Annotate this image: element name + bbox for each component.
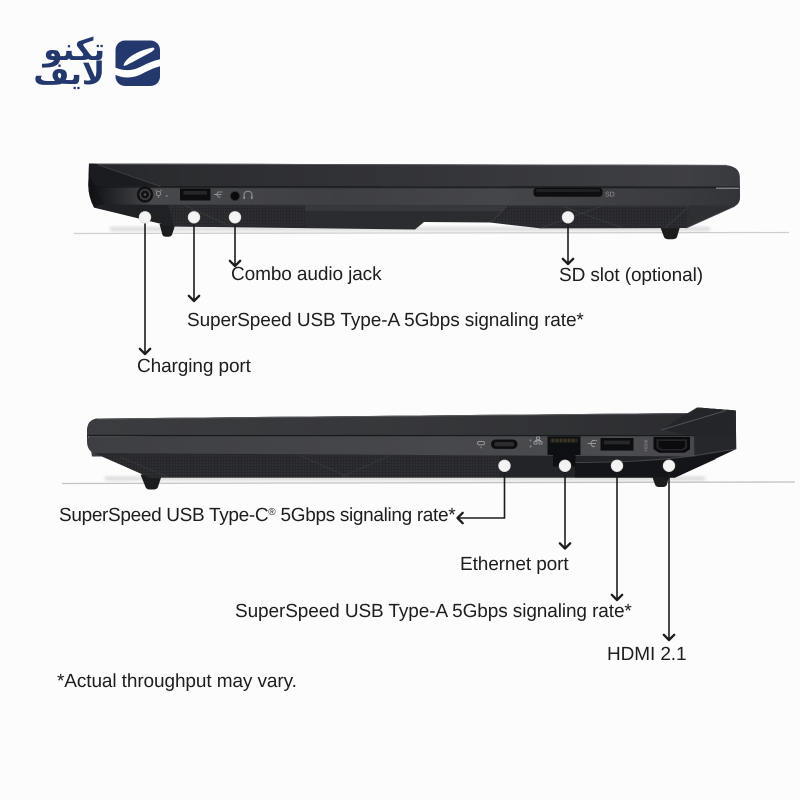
laptop-right-side-view: HDMI: [87, 407, 737, 490]
brand-logo-text: تکنو لایف: [19, 32, 105, 92]
ethernet-led-1: [529, 439, 532, 442]
arrowhead-usb-a-top: [187, 294, 201, 303]
laptop-bottom-rear-crease: [660, 410, 727, 431]
brand-name-line2: لایف: [33, 56, 105, 92]
label-ethernet-port: Ethernet port: [460, 554, 569, 575]
arrowhead-charging: [138, 347, 152, 356]
usb-a-port-right: [600, 438, 634, 451]
sd-engraving: SD: [605, 192, 615, 199]
label-usb-c: SuperSpeed USB Type-C® 5Gbps signaling r…: [59, 505, 456, 526]
table-line-top: [73, 231, 790, 235]
laptop-top-rear-facet-edge: [685, 205, 736, 229]
label-usb-c-post: 5Gbps signaling rate*: [275, 505, 456, 526]
usb-c-port: [491, 439, 518, 449]
brand-logo-mark-icon: [115, 40, 160, 86]
dot-sd-slot: [561, 211, 575, 224]
usb-c-icon: [477, 441, 485, 449]
laptop-top-lid-edge: [89, 163, 740, 187]
charging-led: [165, 195, 168, 197]
laptop-bottom-mesh: [94, 453, 500, 478]
charging-port: [136, 186, 154, 203]
laptop-top-rear-foot: [659, 225, 681, 240]
usb-icon-right: [587, 439, 598, 447]
label-hdmi: HDMI 2.1: [607, 644, 687, 665]
laptop-bottom-mesh-creases: [119, 455, 391, 479]
brand-name-line1: تکنو: [43, 32, 105, 68]
laptop-top-edge-highlight: [94, 163, 728, 166]
hdmi-port: [653, 437, 690, 453]
dot-hdmi: [662, 459, 676, 473]
arrowhead-usb-a-bottom: [610, 593, 624, 602]
dot-ethernet: [558, 459, 572, 473]
dot-usb-a-bottom: [610, 459, 624, 473]
dot-combo-audio: [228, 211, 242, 224]
power-plug-icon: [155, 189, 162, 198]
laptop-bottom-shadow: [105, 476, 705, 481]
dot-usb-c: [498, 459, 511, 473]
laptop-top-front-taper: [94, 204, 174, 227]
usb-icon-left: [214, 191, 223, 198]
laptop-top-lid-corner-seam: [97, 164, 161, 187]
label-charging-port: Charging port: [137, 356, 251, 377]
table-line-bottom: [61, 481, 796, 485]
dot-usb-a-top: [187, 211, 201, 224]
laptop-bottom-rear-foot: [651, 474, 670, 487]
laptop-bottom-rear-facet: [661, 407, 737, 456]
label-usb-a-bottom: SuperSpeed USB Type-A 5Gbps signaling ra…: [235, 601, 632, 622]
laptop-top-mesh-right: [492, 206, 689, 229]
laptop-bottom-port-band: [88, 436, 737, 457]
headphone-icon: [243, 190, 253, 200]
ethernet-icon: [533, 436, 543, 445]
arrowhead-usb-c: [456, 511, 464, 525]
laptop-bottom-tail-seam: [574, 448, 737, 463]
arrowhead-ethernet: [558, 542, 572, 550]
combo-audio-jack-port: [229, 190, 241, 202]
hdmi-engraving: HDMI: [644, 440, 649, 452]
ethernet-led-2: [529, 445, 532, 448]
label-usb-a-top: SuperSpeed USB Type-A 5Gbps signaling ra…: [187, 310, 584, 331]
laptop-top-front-foot: [159, 224, 176, 237]
laptop-bottom-lid-edge: [87, 407, 736, 435]
label-usb-c-reg: ®: [268, 507, 276, 518]
laptop-left-side-view: SD: [88, 163, 741, 240]
arrowhead-hdmi: [662, 633, 676, 642]
label-combo-audio-jack: Combo audio jack: [231, 264, 382, 285]
arrowhead-sd-slot: [561, 257, 575, 266]
usb-a-port-left: [180, 188, 211, 201]
arrowhead-combo-audio: [228, 259, 242, 268]
label-sd-slot: SD slot (optional): [559, 265, 703, 286]
sd-card-slot: [533, 187, 603, 197]
label-usb-c-pre: SuperSpeed USB Type-C: [59, 505, 269, 526]
laptop-bottom-front-foot: [140, 474, 162, 490]
dot-charging-port: [138, 211, 152, 224]
footnote: *Actual throughput may vary.: [57, 671, 297, 692]
arrow-line-usb-c: [458, 471, 506, 519]
ethernet-port: [547, 436, 581, 467]
